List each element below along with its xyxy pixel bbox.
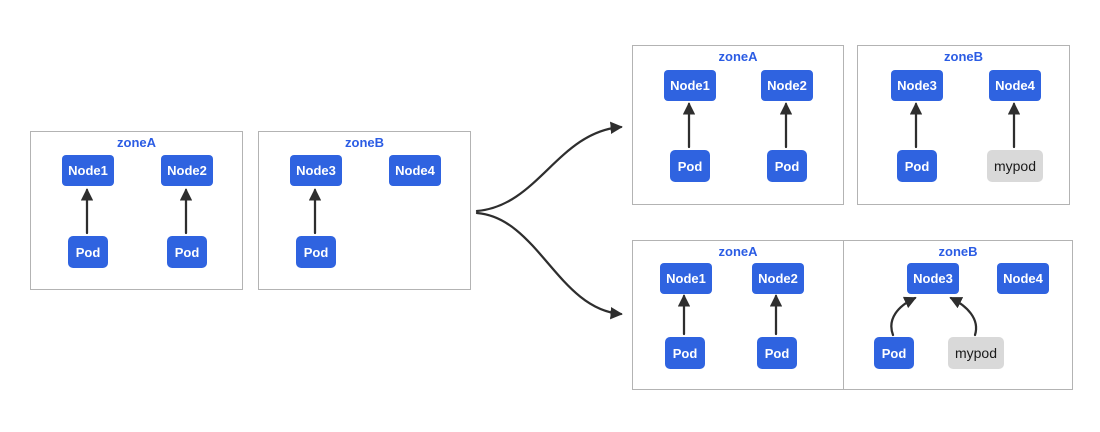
- node-box: Node2: [161, 155, 213, 186]
- zone-bottom-right-b: zoneB Node3 Node4 Pod mypod: [843, 240, 1073, 390]
- pod-box: Pod: [670, 150, 710, 182]
- zone-label: zoneB: [345, 135, 384, 150]
- branch-arrow-bottom: [475, 211, 623, 320]
- node-box: Node4: [389, 155, 441, 186]
- zone-top-right-b: zoneB Node3 Node4 Pod mypod: [857, 45, 1070, 205]
- node-box: Node3: [907, 263, 959, 294]
- zone-label: zoneA: [718, 49, 758, 64]
- node-box: Node3: [891, 70, 943, 101]
- zone-label: zoneB: [944, 49, 983, 64]
- zone-label: zoneB: [938, 244, 978, 259]
- pod-box: Pod: [68, 236, 108, 268]
- pod-box: Pod: [767, 150, 807, 182]
- pod-box: Pod: [897, 150, 937, 182]
- node-box: Node1: [664, 70, 716, 101]
- pod-box: Pod: [167, 236, 207, 268]
- zone-label: zoneA: [117, 135, 156, 150]
- pod-box: Pod: [665, 337, 705, 369]
- node-box: Node1: [660, 263, 712, 294]
- node-box: Node1: [62, 155, 114, 186]
- zone-left-b: zoneB Node3 Node4 Pod: [258, 131, 471, 290]
- node-box: Node4: [997, 263, 1049, 294]
- mypod-box: mypod: [987, 150, 1043, 182]
- mypod-box: mypod: [948, 337, 1004, 369]
- node-box: Node3: [290, 155, 342, 186]
- pod-box: Pod: [757, 337, 797, 369]
- zone-label: zoneA: [718, 244, 758, 259]
- zone-bottom-right-a: zoneA Node1 Node2 Pod Pod: [632, 240, 844, 390]
- node-box: Node2: [752, 263, 804, 294]
- branch-arrow-top: [475, 121, 623, 213]
- zone-top-right-a: zoneA Node1 Node2 Pod Pod: [632, 45, 844, 205]
- node-box: Node2: [761, 70, 813, 101]
- pod-box: Pod: [874, 337, 914, 369]
- pod-box: Pod: [296, 236, 336, 268]
- node-box: Node4: [989, 70, 1041, 101]
- zone-left-a: zoneA Node1 Node2 Pod Pod: [30, 131, 243, 290]
